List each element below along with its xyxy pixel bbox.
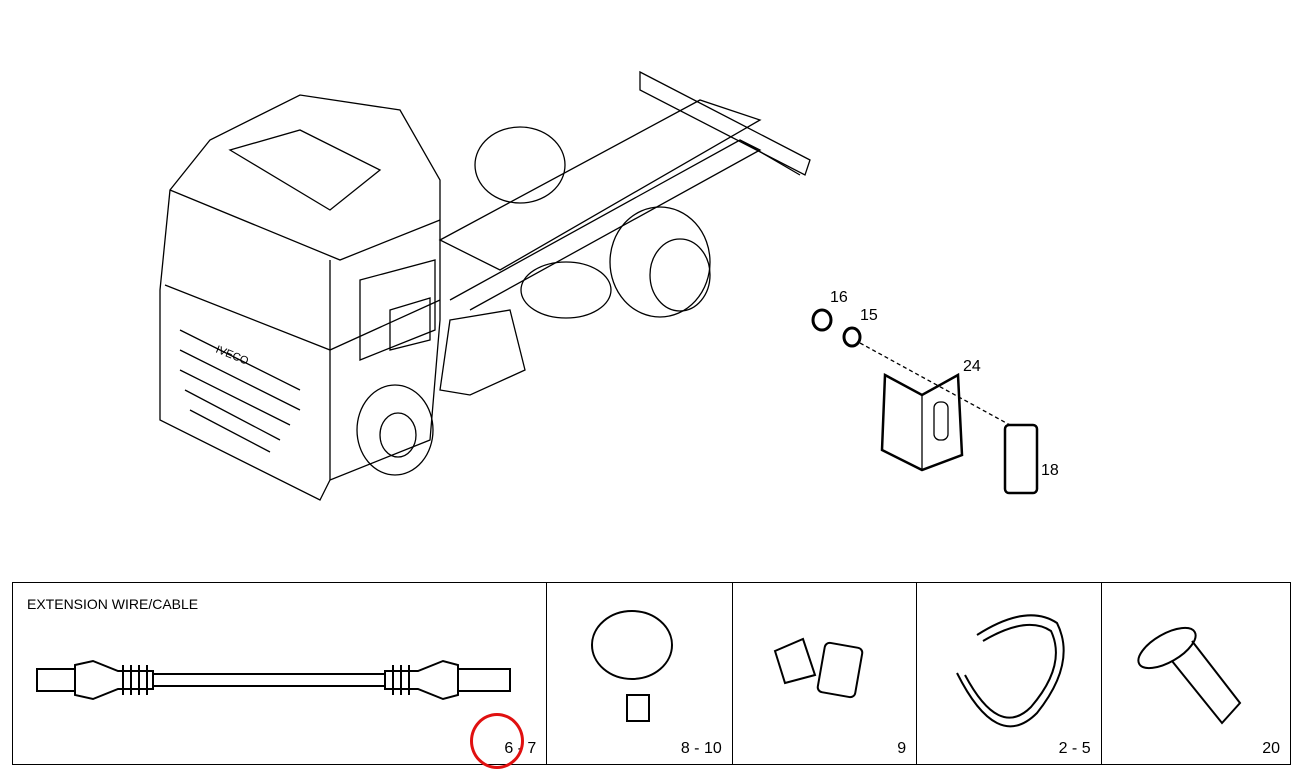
parts-detail-panels: EXTENSION WIRE/CABLE 6 - 7 8 - 10 9 (12, 582, 1291, 765)
cable-tie-icon (956, 614, 1065, 728)
panel-ref-number: 9 (897, 740, 907, 757)
highlight-circle (470, 713, 524, 769)
callout-15: 15 (860, 307, 878, 324)
extension-cable-icon (36, 659, 511, 701)
reflector-18 (1003, 423, 1039, 495)
panel-hose-clamp: 8 - 10 (547, 583, 733, 764)
panel-extension-cable: EXTENSION WIRE/CABLE 6 - 7 (13, 583, 548, 764)
nut-16 (811, 308, 833, 332)
panel-title: EXTENSION WIRE/CABLE (27, 596, 199, 612)
fir-tree-clip-icon (1137, 626, 1241, 725)
callout-16: 16 (830, 289, 848, 306)
washer-15 (842, 326, 862, 348)
svg-text:IVECO: IVECO (214, 344, 251, 368)
panel-push-rivet: 9 (733, 583, 918, 764)
panel-ref-number: 20 (1262, 740, 1280, 757)
callout-24: 24 (963, 358, 981, 375)
push-rivet-icon (773, 637, 864, 699)
panel-fir-tree-clip: 20 (1102, 583, 1290, 764)
truck-chassis-illustration: IVECO (159, 70, 811, 501)
panel-ref-number: 2 - 5 (1058, 740, 1091, 757)
hose-clamp-icon (591, 610, 674, 722)
panel-cable-tie: 2 - 5 (917, 583, 1102, 764)
panel-ref-number: 8 - 10 (680, 740, 722, 757)
reflector-assembly-illustration (811, 308, 1039, 495)
callout-18: 18 (1041, 462, 1059, 479)
truck-exploded-view: IVECO (159, 70, 1039, 501)
